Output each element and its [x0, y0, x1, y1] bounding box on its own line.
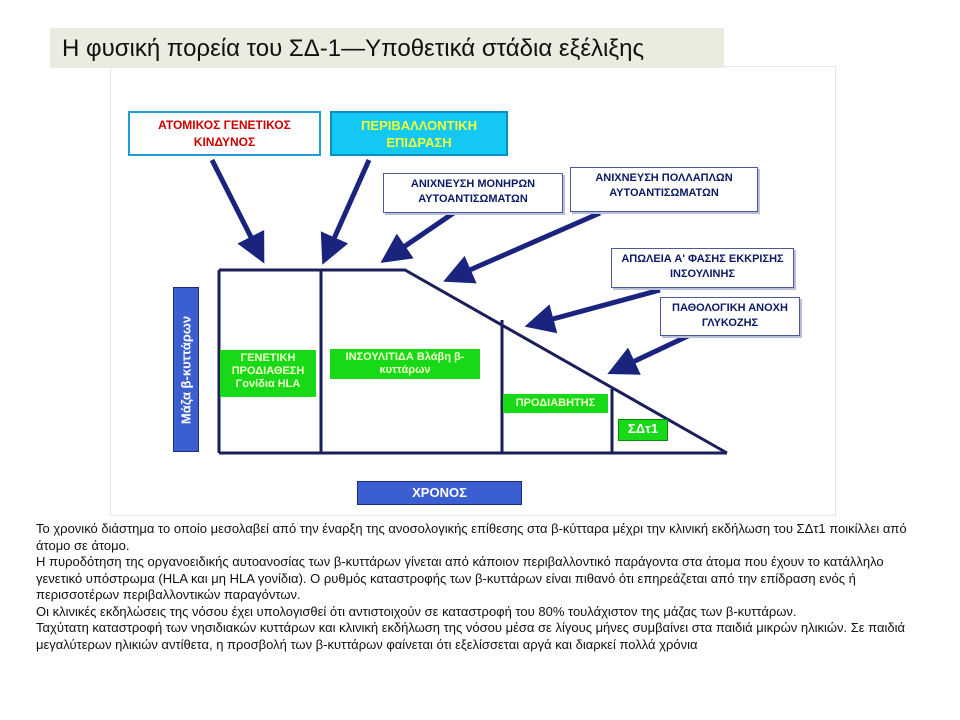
- stage-prediabetes: ΠΡΟΔΙΑΒΗΤΗΣ: [503, 394, 608, 413]
- y-axis-label-text: Μάζα β-κυττάρων: [178, 315, 194, 424]
- arrow-genetic-risk: [209, 158, 265, 264]
- arrow-glucose-intolerance: [607, 332, 692, 375]
- note-paragraph: Η πυροδότηση της οργανοειδικής αυτοανοσί…: [36, 554, 884, 602]
- note-paragraph: Το χρονικό διάστημα το οποίο μεσολαβεί α…: [36, 521, 907, 553]
- notes-text: Το χρονικό διάστημα το οποίο μεσολαβεί α…: [36, 521, 916, 653]
- note-paragraph: Ταχύτατη καταστροφή των νησιδιακών κυττά…: [36, 620, 905, 652]
- stage-genetic-predisposition: ΓΕΝΕΤΙΚΗ ΠΡΟΔΙΑΘΕΣΗ Γονίδια HLA: [220, 350, 316, 397]
- arrow-single-autoantibodies: [380, 209, 457, 263]
- page-title: Η φυσική πορεία του ΣΔ-1—Υποθετικά στάδι…: [50, 28, 724, 68]
- glucose-intolerance-label: ΠΑΘΟΛΟΓΙΚΗ ΑΝΟΧΗ ΓΛΥΚΟΖΗΣ: [660, 297, 800, 336]
- note-paragraph: Οι κλινικές εκδηλώσεις της νόσου έχει υπ…: [36, 603, 797, 619]
- y-axis-label: Μάζα β-κυττάρων: [173, 287, 199, 452]
- arrow-first-phase-loss: [524, 287, 661, 334]
- stage-t1d: ΣΔτ1: [618, 419, 668, 441]
- multiple-autoantibodies-label: ΑΝΙΧΝΕΥΣΗ ΠΟΛΛΑΠΛΩΝ ΑΥΤΟΑΝΤΙΣΩΜΑΤΩΝ: [570, 167, 758, 212]
- x-axis-label: ΧΡΟΝΟΣ: [357, 481, 522, 505]
- arrow-environmental: [320, 158, 372, 265]
- diagram-panel: [110, 66, 836, 516]
- arrow-multiple-autoantibodies: [443, 210, 602, 284]
- environmental-box: ΠΕΡΙΒΑΛΛΟΝΤΙΚΗ ΕΠΙΔΡΑΣΗ: [330, 111, 508, 156]
- first-phase-loss-label: ΑΠΩΛΕΙΑ Α' ΦΑΣΗΣ ΕΚΚΡΙΣΗΣ ΙΝΣΟΥΛΙΝΗΣ: [611, 248, 794, 288]
- single-autoantibodies-label: ΑΝΙΧΝΕΥΣΗ ΜΟΝΗΡΩΝ ΑΥΤΟΑΝΤΙΣΩΜΑΤΩΝ: [383, 173, 563, 213]
- stage-insulitis: ΙΝΣΟΥΛΙΤΙΔΑ Βλάβη β-κυττάρων: [330, 349, 480, 379]
- genetic-risk-box: ΑΤΟΜΙΚΟΣ ΓΕΝΕΤΙΚΟΣ ΚΙΝΔΥΝΟΣ: [128, 111, 321, 156]
- beta-cell-mass-curve: [219, 268, 728, 455]
